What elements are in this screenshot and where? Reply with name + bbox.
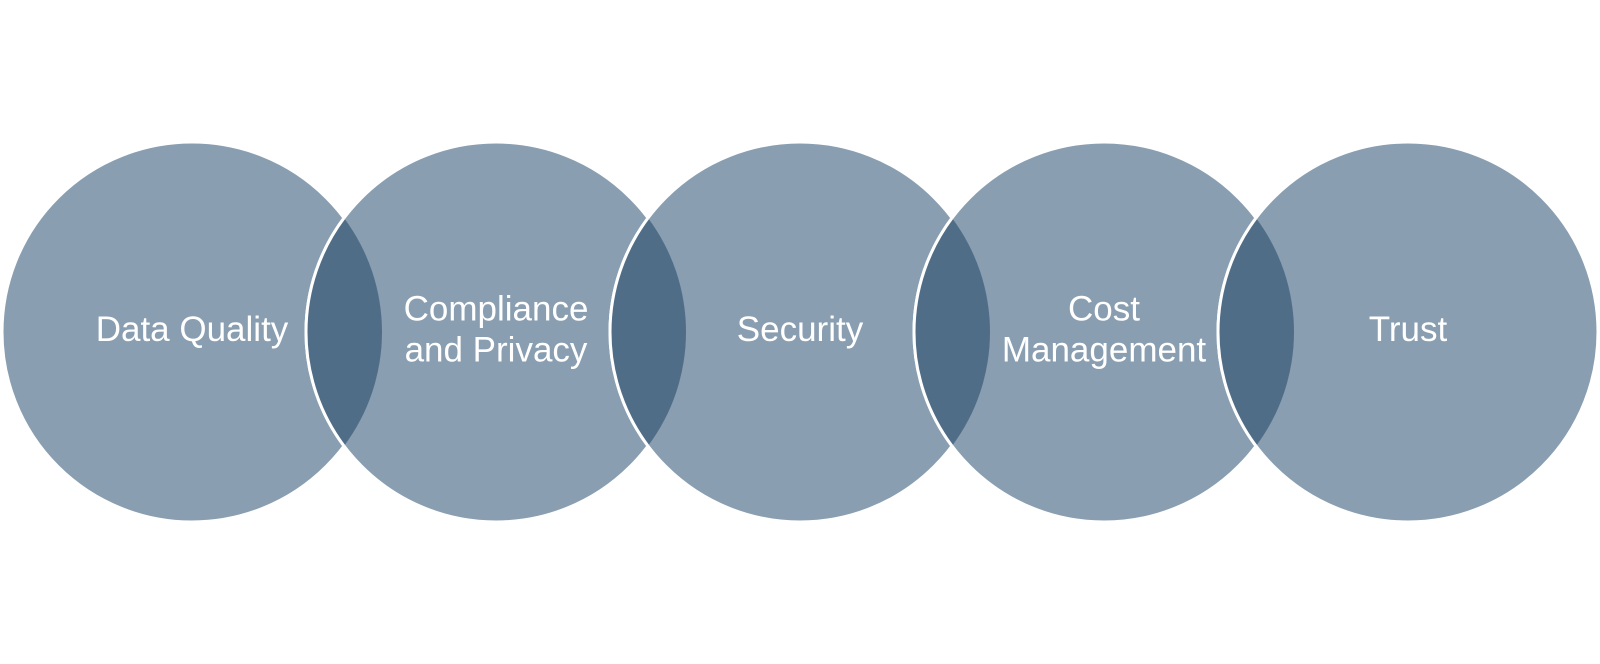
circle-label-line: Cost <box>1068 290 1140 329</box>
circle-label-line: Security <box>737 310 864 349</box>
circle-label-data-quality: Data Quality <box>96 310 289 349</box>
overlap-region-3 <box>914 218 990 446</box>
circle-label-line: Data Quality <box>96 310 289 349</box>
circle-base-layer <box>0 140 1600 524</box>
overlap-region-2 <box>610 218 687 446</box>
circle-label-line: and Privacy <box>405 331 588 370</box>
circle-label-line: Trust <box>1369 310 1448 349</box>
circle-label-security: Security <box>737 310 864 349</box>
overlap-outline-4 <box>1216 217 1258 447</box>
overlap-region-1 <box>305 218 383 446</box>
circle-label-trust: Trust <box>1369 310 1448 349</box>
overlap-region-4 <box>1218 218 1295 446</box>
circle-overlap-layer <box>304 217 1295 447</box>
overlap-outline-3 <box>912 217 954 447</box>
overlap-outline-1 <box>304 217 346 447</box>
circle-label-line: Management <box>1002 331 1207 370</box>
circle-label-line: Compliance <box>404 290 589 329</box>
overlap-outline-2 <box>608 217 650 447</box>
